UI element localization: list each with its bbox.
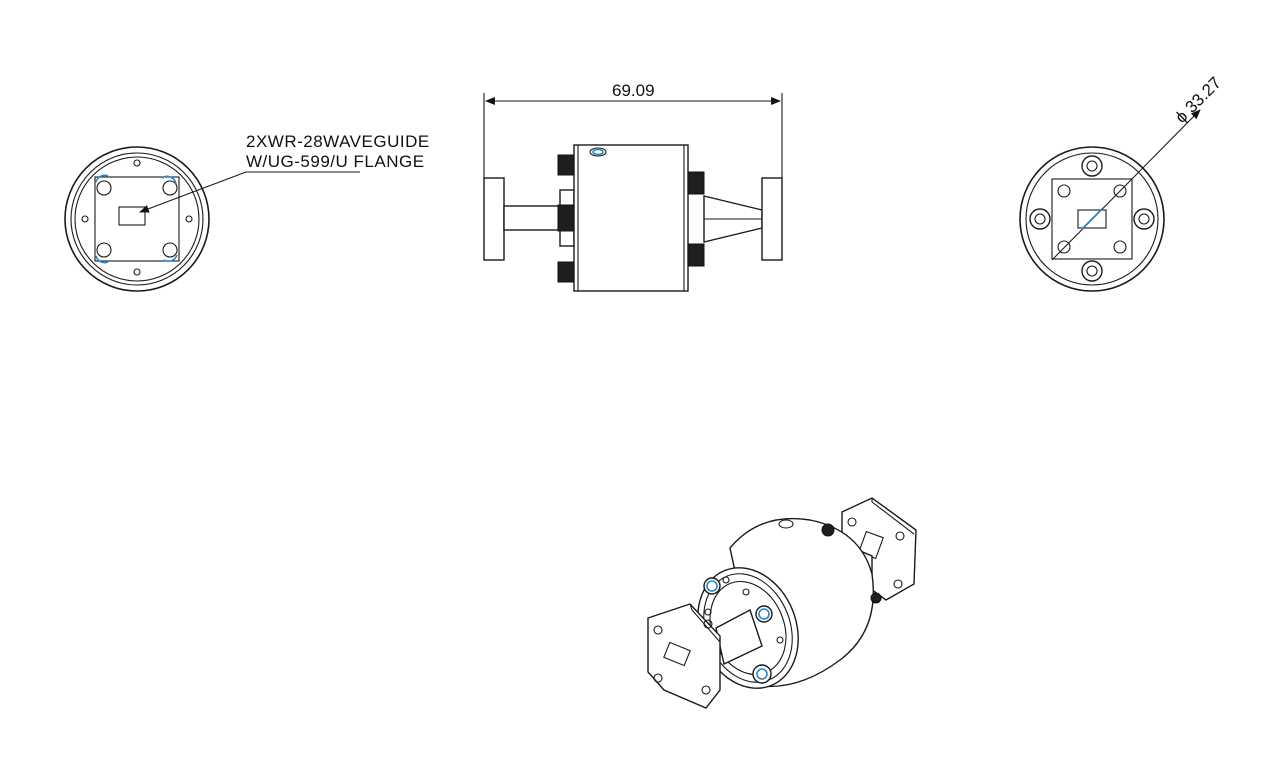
callout-leader	[139, 171, 360, 213]
callout-line2: W/UG-599/U FLANGE	[246, 152, 425, 171]
left-end-view	[64, 146, 210, 292]
callout-line1: 2XWR-28WAVEGUIDE	[246, 132, 430, 151]
length-dimension: 69.09	[612, 81, 655, 100]
side-view	[483, 93, 783, 292]
diameter-dimension: ϕ 33.27	[1171, 73, 1225, 127]
right-end-view	[1019, 109, 1201, 292]
isometric-view	[647, 497, 917, 709]
